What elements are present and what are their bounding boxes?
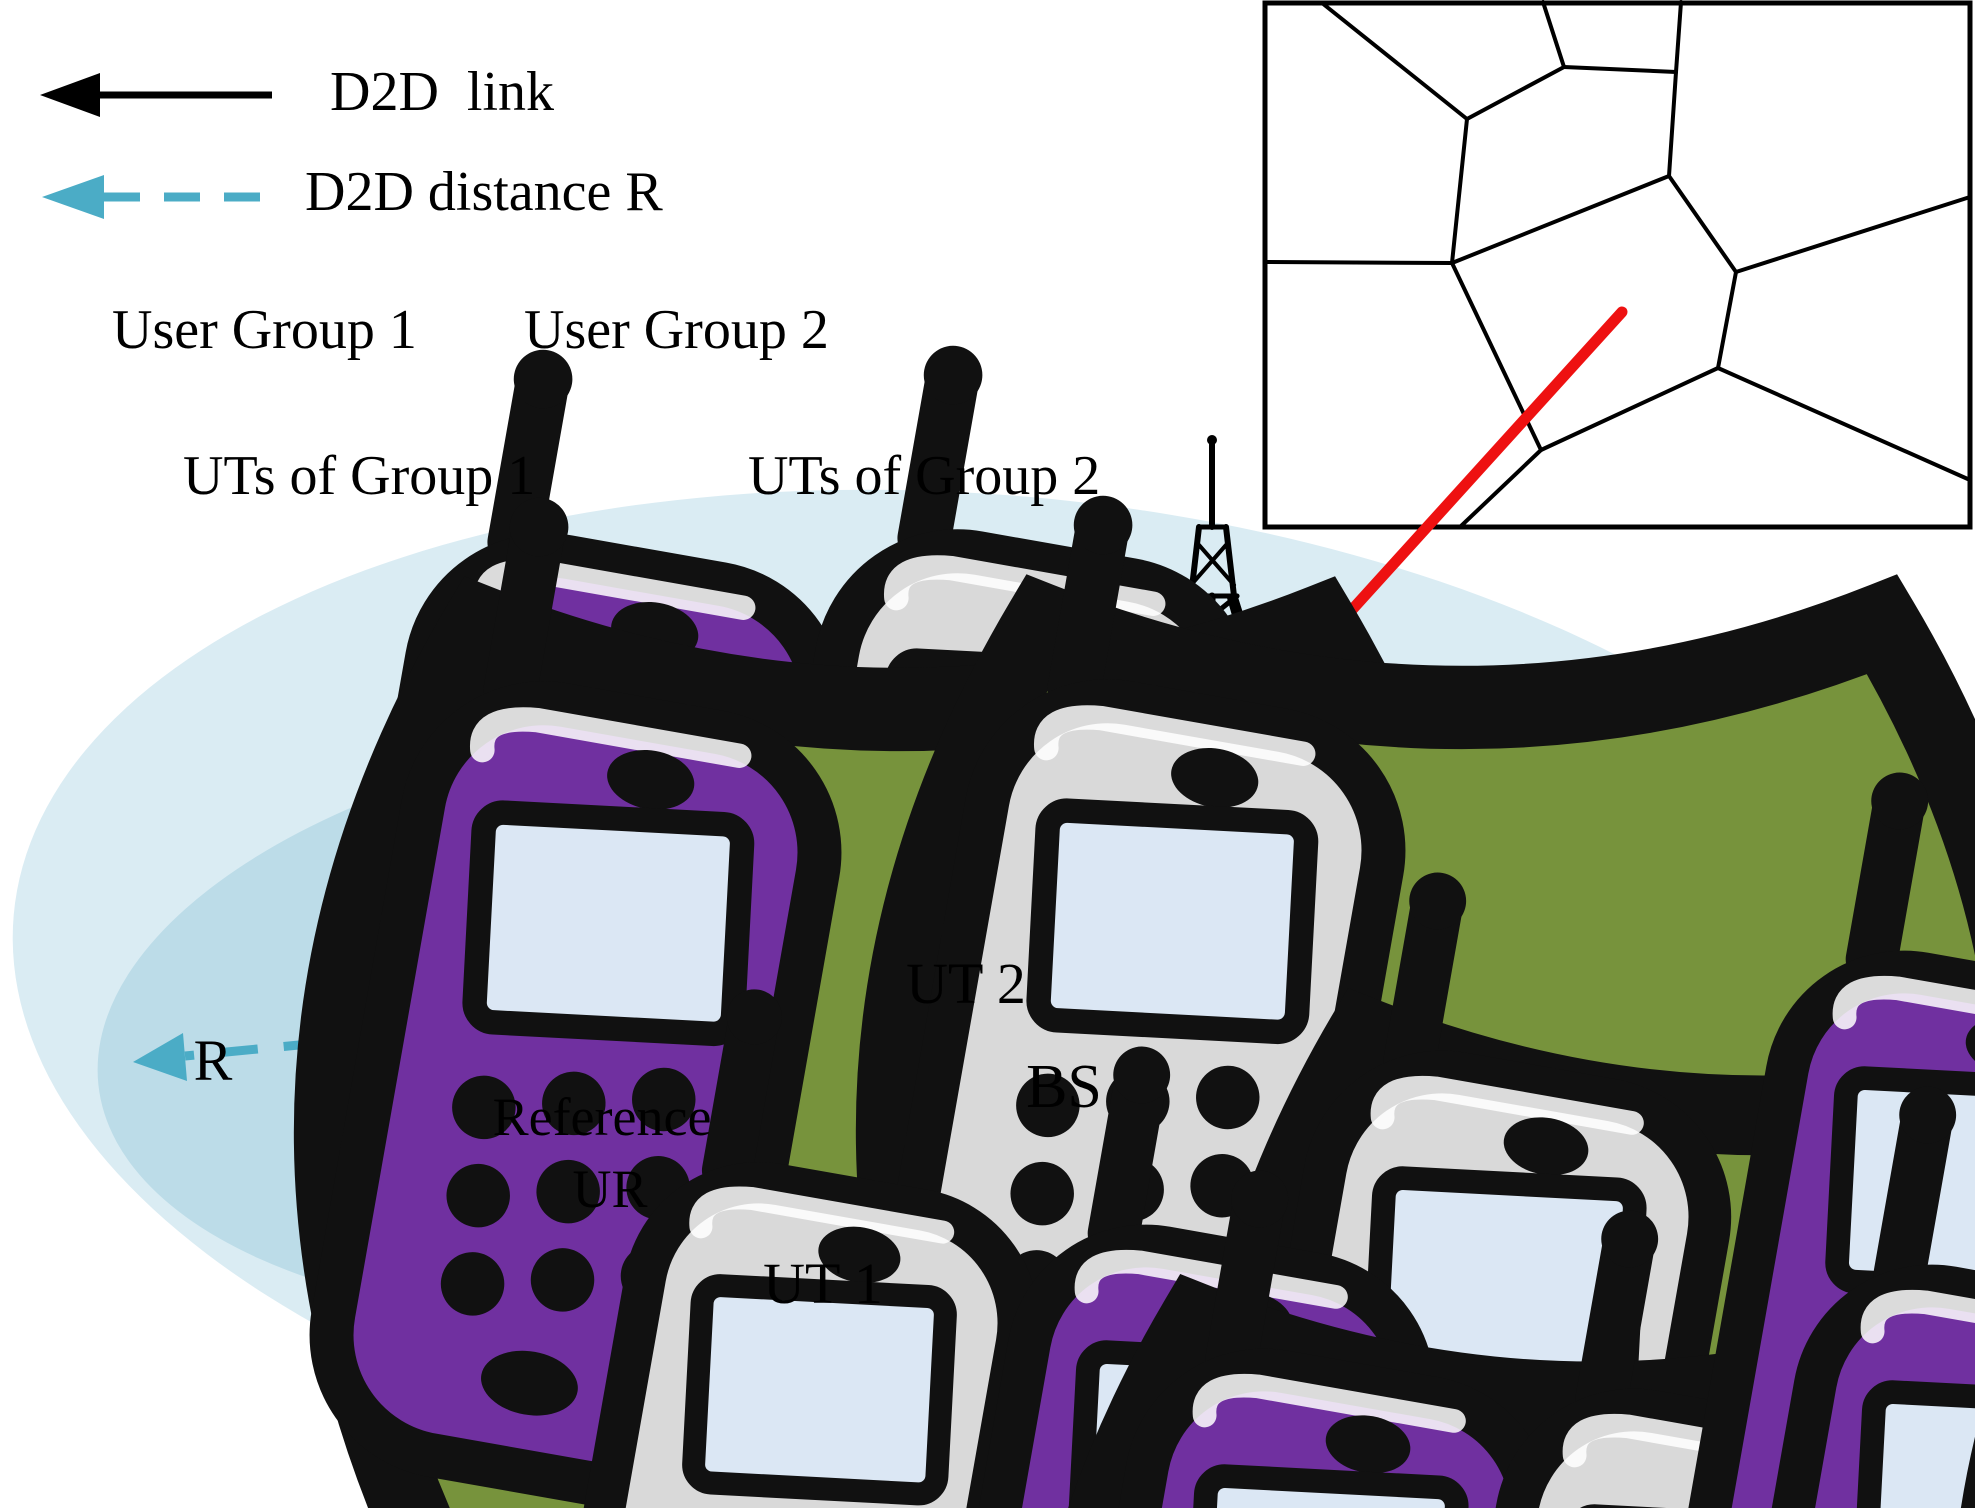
ur-label: UR [572, 1159, 648, 1219]
voronoi-map [1262, 0, 1975, 1508]
reference-label: Reference [492, 1087, 712, 1147]
legend-user-group1-label: User Group 1 [112, 299, 417, 361]
legend-d2d-distance-label: D2D distance R [305, 161, 663, 223]
legend-d2d-link-label: D2D link [330, 61, 554, 123]
legend-uts-group1-label: UTs of Group 1 [183, 445, 536, 507]
voronoi-map-border [1262, 0, 1973, 530]
voronoi-cell-edges [1263, 0, 1972, 529]
distance-r-label: R [193, 1028, 233, 1093]
bs-label: BS [1026, 1053, 1102, 1121]
ut2-label: UT 2 [906, 951, 1026, 1016]
legend-d2d-link-arrow [40, 73, 272, 117]
legend-uts-group2-label: UTs of Group 2 [748, 445, 1101, 507]
legend-user-group2-label: User Group 2 [524, 299, 829, 361]
legend-d2d-distance-arrow [42, 175, 272, 219]
ut1-label: UT 1 [763, 1251, 883, 1316]
